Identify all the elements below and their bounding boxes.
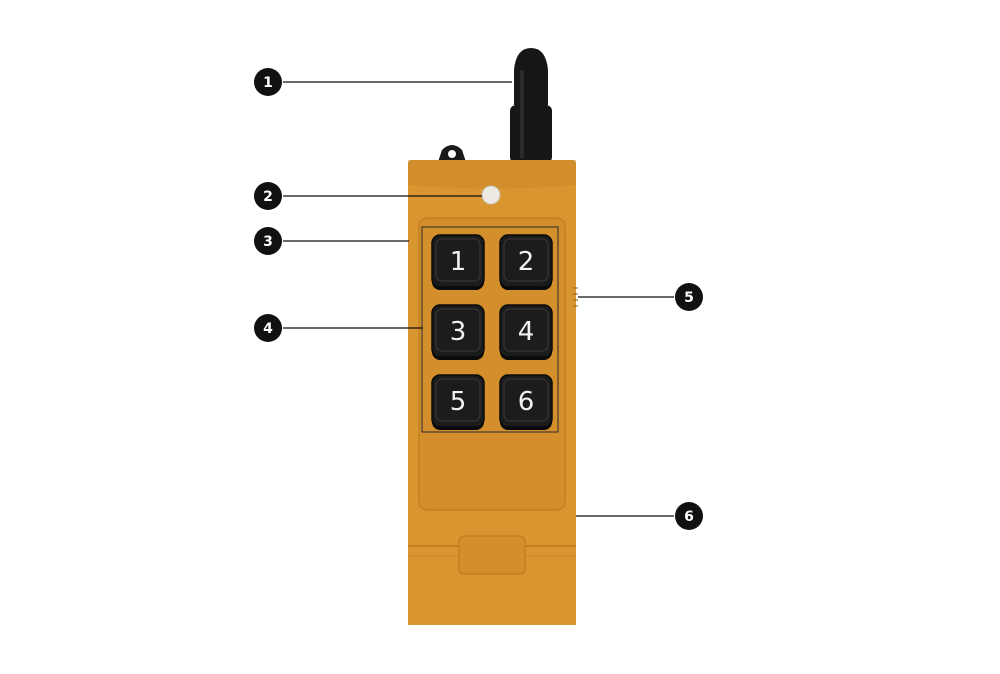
key-6-button[interactable]: 6 [499,374,553,430]
callout-6: 6 [576,502,703,530]
key-highlight [435,378,481,422]
key-cap[interactable] [431,234,485,288]
key-highlight [503,308,549,352]
antenna-icon [510,48,552,163]
side-grip [573,287,578,307]
key-cap[interactable] [431,374,485,428]
key-5-button[interactable]: 5 [431,374,485,430]
keypad: 1 2 3 4 5 6 [431,234,553,430]
key-cap[interactable] [499,374,553,428]
lanyard-loop-icon [438,145,466,162]
key-label: 5 [450,387,467,417]
callout-1: 1 [254,68,512,96]
callout-number-2: 2 [263,189,273,205]
key-highlight [435,308,481,352]
callout-marker-3 [254,227,282,255]
callout-marker-2 [254,182,282,210]
key-label: 6 [518,387,535,417]
callout-number-4: 4 [263,321,273,337]
key-highlight [435,238,481,282]
key-cap[interactable] [499,234,553,288]
key-cap[interactable] [499,304,553,358]
key-2-button[interactable]: 2 [499,234,553,290]
callout-marker-6 [675,502,703,530]
callout-number-5: 5 [684,290,694,306]
key-3-button[interactable]: 3 [431,304,485,360]
key-4-button[interactable]: 4 [499,304,553,360]
callout-number-1: 1 [263,75,273,91]
callout-marker-5 [675,283,703,311]
callouts: 1 2 3 4 5 6 [254,68,703,530]
callout-number-3: 3 [263,234,273,250]
key-label: 3 [450,317,467,347]
callout-5: 5 [578,283,703,311]
key-1-button[interactable]: 1 [431,234,485,290]
keypad-outline [421,226,559,433]
callout-marker-4 [254,314,282,342]
key-highlight [503,238,549,282]
led-indicator-icon [481,185,501,205]
callout-3: 3 [254,227,409,255]
key-label: 1 [450,247,467,277]
key-cap[interactable] [431,304,485,358]
key-label: 2 [518,247,535,277]
callout-number-6: 6 [684,509,694,525]
key-label: 4 [518,317,535,347]
callout-2: 2 [254,182,482,210]
callout-4: 4 [254,314,423,342]
key-highlight [503,378,549,422]
callout-marker-1 [254,68,282,96]
